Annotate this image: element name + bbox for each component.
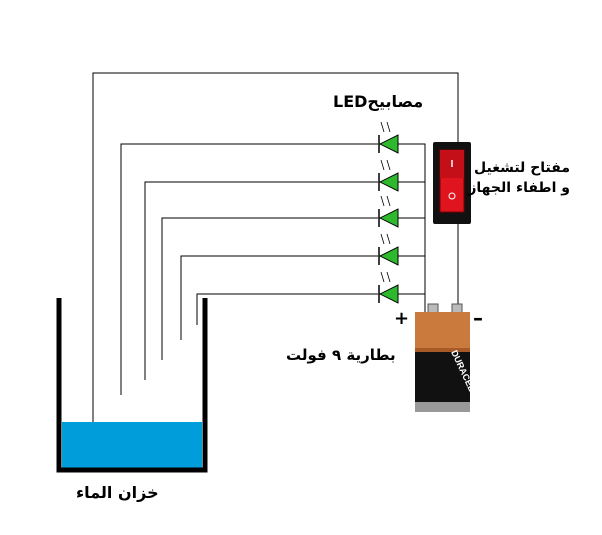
rocker-switch[interactable] — [433, 142, 471, 224]
led-5 — [378, 271, 399, 304]
positive-terminal-label: + — [394, 308, 410, 329]
led-4 — [378, 233, 399, 266]
wire-branch-5 — [196, 293, 378, 325]
battery-label: بطارية ٩ فولت — [286, 346, 396, 364]
negative-terminal-label: – — [473, 306, 483, 330]
wire-led-bus — [398, 143, 426, 318]
switch-label-line-1: مفتاح لتشغيل — [473, 160, 570, 176]
tank-label: خزان الماء — [76, 483, 159, 502]
led-2 — [378, 159, 399, 192]
wires — [92, 72, 459, 430]
led-group — [378, 121, 399, 304]
switch-label-line-2: و اطفاء الجهاز — [468, 180, 570, 196]
battery-9v: DURACELL — [415, 303, 479, 412]
water-tank — [56, 298, 208, 473]
led-1 — [378, 121, 399, 154]
led-3 — [378, 195, 399, 228]
wire-branch-3 — [161, 217, 378, 360]
leds-label: مصابيحLED — [333, 92, 424, 111]
wire-branch-4 — [180, 255, 378, 340]
wire-main — [92, 72, 459, 430]
wire-branch-1 — [120, 143, 378, 395]
switch-label: مفتاح لتشغيل و اطفاء الجهاز — [468, 158, 570, 198]
wire-branch-2 — [144, 181, 378, 380]
